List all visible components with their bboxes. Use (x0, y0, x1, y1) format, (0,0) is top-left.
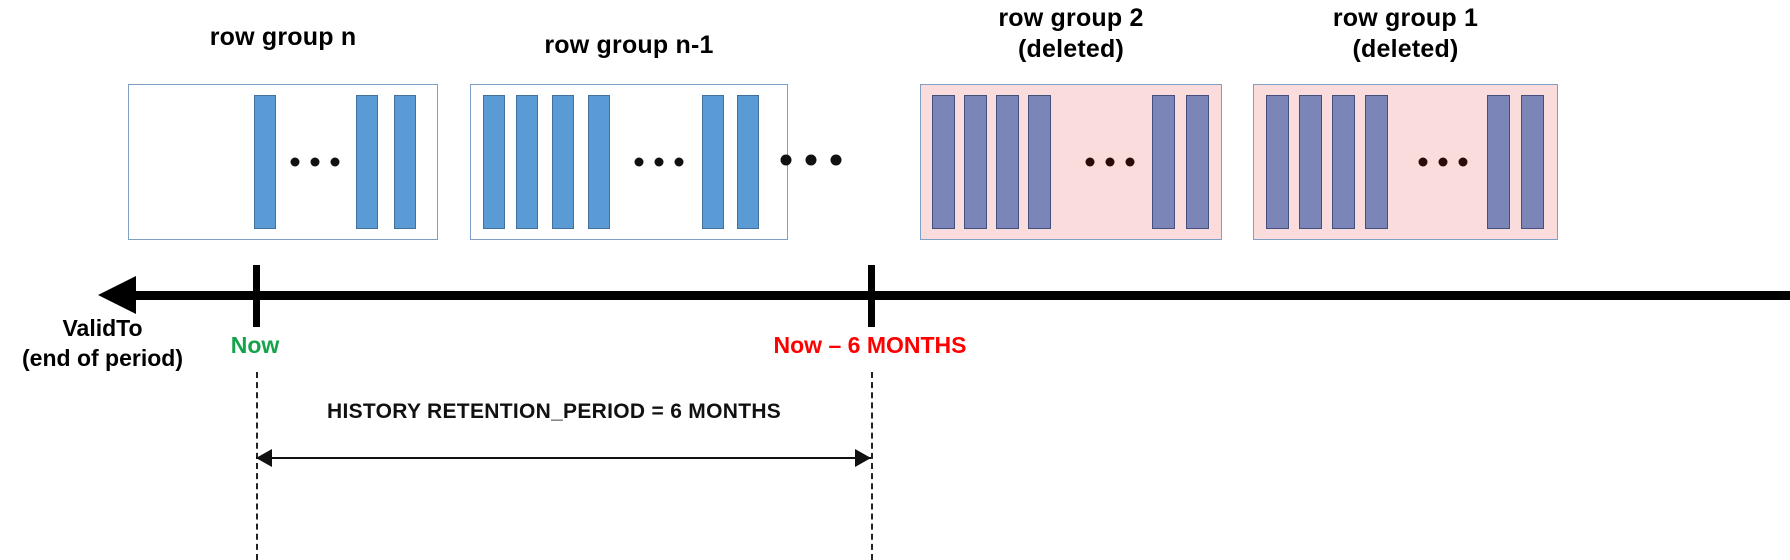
row-group-bar (516, 95, 538, 229)
row-group-bar (552, 95, 574, 229)
row-group-title: row group n-1 (544, 31, 714, 59)
row-group-bar (1028, 95, 1051, 229)
tick-past (868, 265, 875, 327)
row-group-bar (702, 95, 724, 229)
row-group-bar (1365, 95, 1388, 229)
row-group-bar (1487, 95, 1510, 229)
row-group-ellipsis-icon (290, 157, 340, 167)
validto-axis-label: ValidTo (end of period) (22, 315, 183, 371)
timeline-arrow-head-icon (98, 276, 136, 314)
tick-past-label: Now – 6 MONTHS (773, 332, 967, 358)
row-group-bar (737, 95, 759, 229)
retention-arrow-left-icon (256, 449, 272, 467)
retention-measure-line (256, 457, 871, 459)
row-group-bar (356, 95, 378, 229)
row-group-title: row group 2 (deleted) (998, 4, 1144, 63)
row-group-bar (1521, 95, 1544, 229)
row-group-bar (1299, 95, 1322, 229)
tick-now-label: Now (230, 332, 280, 358)
row-group-ellipsis-icon (634, 157, 684, 167)
row-group-box (128, 84, 438, 240)
row-group-bar (1266, 95, 1289, 229)
row-group-bar (964, 95, 987, 229)
row-group-bar (996, 95, 1019, 229)
row-group-bar (1332, 95, 1355, 229)
row-group-ellipsis-icon (1085, 157, 1135, 167)
row-group-title: row group n (209, 23, 357, 51)
row-group-bar (254, 95, 276, 229)
between-groups-ellipsis-icon (780, 154, 842, 166)
row-group-bar (1186, 95, 1209, 229)
row-group-bar (588, 95, 610, 229)
row-group-bar (1152, 95, 1175, 229)
row-group-bar (394, 95, 416, 229)
row-group-bar (932, 95, 955, 229)
timeline-axis (110, 291, 1790, 300)
retention-arrow-right-icon (855, 449, 871, 467)
tick-now (253, 265, 260, 327)
row-group-ellipsis-icon (1418, 157, 1468, 167)
dashed-guide-now-minus-6-months (871, 372, 873, 560)
retention-period-label: HISTORY RETENTION_PERIOD = 6 MONTHS (327, 400, 782, 423)
row-group-bar (483, 95, 505, 229)
row-group-title: row group 1 (deleted) (1332, 4, 1479, 63)
